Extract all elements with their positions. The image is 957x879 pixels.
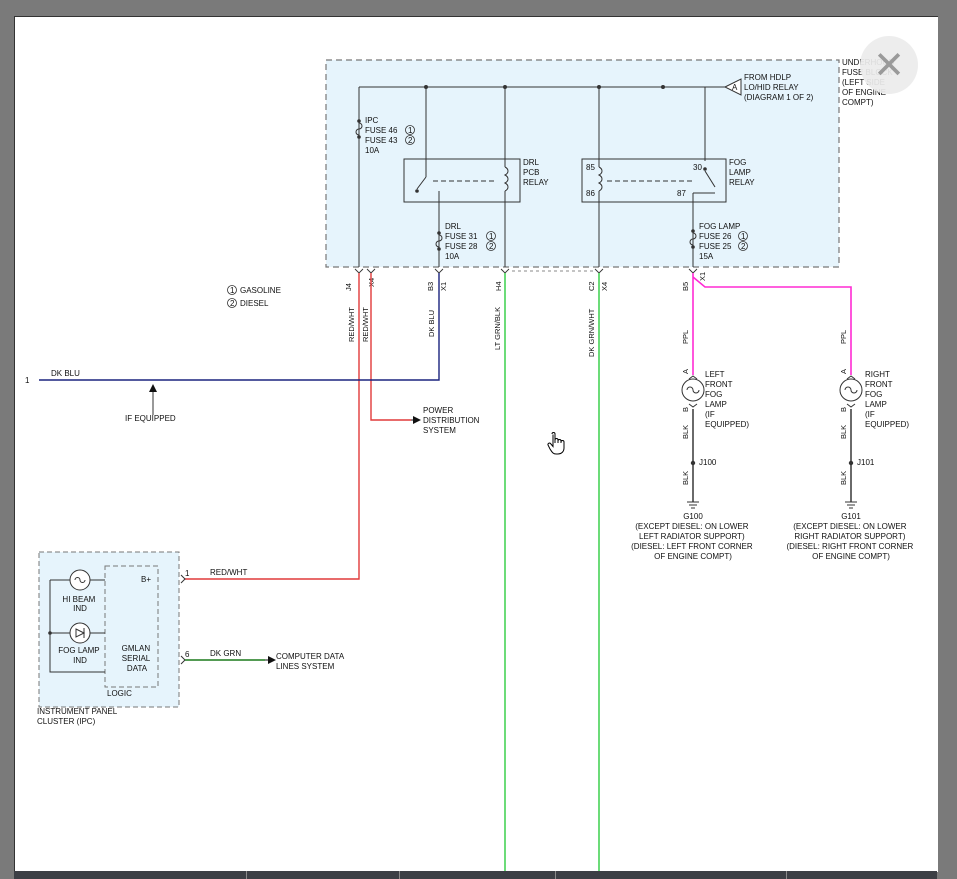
wire-label-dk-grn-h: DK GRN bbox=[210, 649, 241, 658]
svg-text:BLK: BLK bbox=[839, 425, 848, 439]
wire-label-red-wht-h: RED/WHT bbox=[210, 568, 247, 577]
wire-label-red-wht-2: RED/WHT bbox=[361, 307, 370, 342]
ipc-pin1: 1 bbox=[185, 569, 190, 578]
right-fog-lamp-label: RIGHT FRONT FOG LAMP (IF EQUIPPED) bbox=[865, 370, 909, 429]
ipc-fuse1-num: 1 bbox=[408, 126, 413, 135]
conn-j4: J4 bbox=[344, 283, 353, 291]
left-fog-lamp-label: LEFT FRONT FOG LAMP (IF EQUIPPED) bbox=[705, 370, 749, 429]
hi-beam-ind-label: HI BEAM IND bbox=[62, 595, 97, 613]
fog-lamp-relay bbox=[581, 158, 727, 203]
ppl-wire-right bbox=[692, 276, 852, 375]
right-ground-desc: (EXCEPT DIESEL: ON LOWER RIGHT RADIATOR … bbox=[786, 522, 915, 561]
wire-label-red-wht-1: RED/WHT bbox=[347, 307, 356, 342]
drl-fuse1-num: 1 bbox=[489, 232, 494, 241]
right-ground-id: G101 bbox=[841, 512, 861, 521]
close-button[interactable]: ✕ bbox=[860, 36, 918, 94]
computer-data-label: COMPUTER DATA LINES SYSTEM bbox=[276, 652, 346, 671]
svg-text:B: B bbox=[681, 407, 690, 412]
svg-text:BLK: BLK bbox=[681, 425, 690, 439]
ipc-b-plus: B+ bbox=[141, 575, 151, 584]
dk-blu-wire bbox=[39, 273, 440, 381]
gmlan-label: GMLAN SERIAL DATA bbox=[122, 644, 153, 673]
fog-fuse1-num: 1 bbox=[741, 232, 746, 241]
conn-b5: B5 bbox=[681, 282, 690, 291]
svg-text:A: A bbox=[839, 369, 848, 374]
drl-relay-label: DRL PCB RELAY bbox=[523, 158, 549, 187]
toolbar-segment[interactable] bbox=[400, 871, 556, 879]
hdlp-reference-label: FROM HDLP LO/HID RELAY (DIAGRAM 1 OF 2) bbox=[744, 73, 814, 102]
right-fog-lamp: A B J101 BLK BLK bbox=[839, 369, 875, 509]
svg-text:BLK: BLK bbox=[681, 471, 690, 485]
conn-b3: B3 bbox=[426, 282, 435, 291]
wire-label-ppl-1: PPL bbox=[681, 330, 690, 344]
ipc-fuse2-num: 2 bbox=[408, 136, 413, 145]
ipc-logic-box bbox=[104, 565, 159, 688]
red-wht-wire-ipc bbox=[185, 273, 360, 580]
wire-label-dk-blu-v: DK BLU bbox=[427, 310, 436, 337]
toolbar-segment[interactable] bbox=[14, 871, 247, 879]
left-fog-lamp: A B J100 BLK BLK bbox=[681, 369, 717, 509]
toolbar-segment[interactable] bbox=[556, 871, 787, 879]
fog-relay-label: FOG LAMP RELAY bbox=[729, 158, 755, 187]
svg-text:BLK: BLK bbox=[839, 471, 848, 485]
legend-diesel-num: 2 bbox=[230, 299, 235, 308]
toolbar-segment[interactable] bbox=[787, 871, 937, 879]
conn-x1-a: X1 bbox=[439, 282, 448, 291]
fog-fuse-label: FOG LAMP FUSE 26 FUSE 25 15A bbox=[699, 222, 742, 261]
fog-relay-pin87: 87 bbox=[677, 189, 686, 198]
hdlp-marker-letter: A bbox=[732, 83, 738, 92]
left-ground-desc: (EXCEPT DIESEL: ON LOWER LEFT RADIATOR S… bbox=[631, 522, 755, 561]
svg-text:B: B bbox=[839, 407, 848, 412]
dk-blu-pin: 1 bbox=[25, 376, 30, 385]
close-icon: ✕ bbox=[873, 43, 905, 87]
left-ground-id: G100 bbox=[683, 512, 703, 521]
wiring-diagram-page: UNDERHOOD FUSE BLOCK (LEFT SIDE OF ENGIN… bbox=[14, 16, 938, 872]
legend-diesel: DIESEL bbox=[240, 299, 269, 308]
ipc-logic-label: LOGIC bbox=[107, 689, 132, 698]
wire-label-ppl-2: PPL bbox=[839, 330, 848, 344]
hand-pointer-icon bbox=[547, 432, 565, 455]
fog-relay-pin86: 86 bbox=[586, 189, 595, 198]
conn-x4-b: X4 bbox=[600, 282, 609, 291]
conn-x1-b: X1 bbox=[698, 272, 707, 281]
fog-lamp-ind-label: FOG LAMP IND bbox=[58, 646, 101, 665]
bottom-toolbar bbox=[14, 871, 937, 879]
drl-fuse-label: DRL FUSE 31 FUSE 28 10A bbox=[445, 222, 480, 261]
wire-label-dk-grn-wht: DK GRN/WHT bbox=[587, 308, 596, 357]
power-distribution-label: POWER DISTRIBUTION SYSTEM bbox=[423, 406, 482, 435]
legend-gasoline-num: 1 bbox=[230, 286, 235, 295]
ipc-pin6: 6 bbox=[185, 650, 190, 659]
fog-fuse2-num: 2 bbox=[741, 242, 746, 251]
if-equipped-label: IF EQUIPPED bbox=[125, 414, 176, 423]
wiring-diagram: UNDERHOOD FUSE BLOCK (LEFT SIDE OF ENGIN… bbox=[25, 58, 915, 872]
red-wht-wire-power bbox=[370, 273, 411, 421]
wire-label-dk-blu-h: DK BLU bbox=[51, 369, 80, 378]
wire-label-lt-grn-blk: LT GRN/BLK bbox=[493, 307, 502, 350]
hdlp-reference-marker bbox=[723, 78, 742, 96]
svg-text:J101: J101 bbox=[857, 458, 875, 467]
svg-text:J100: J100 bbox=[699, 458, 717, 467]
conn-c2: C2 bbox=[587, 281, 596, 291]
fog-relay-pin85: 85 bbox=[586, 163, 595, 172]
toolbar-segment[interactable] bbox=[247, 871, 400, 879]
ipc-title: INSTRUMENT PANEL CLUSTER (IPC) bbox=[37, 707, 119, 726]
fog-relay-pin30: 30 bbox=[693, 163, 702, 172]
drl-fuse2-num: 2 bbox=[489, 242, 494, 251]
ipc-fuse-label: IPC FUSE 46 FUSE 43 10A bbox=[365, 116, 400, 155]
conn-h4: H4 bbox=[494, 281, 503, 291]
svg-text:A: A bbox=[681, 369, 690, 374]
legend-gasoline: GASOLINE bbox=[240, 286, 281, 295]
